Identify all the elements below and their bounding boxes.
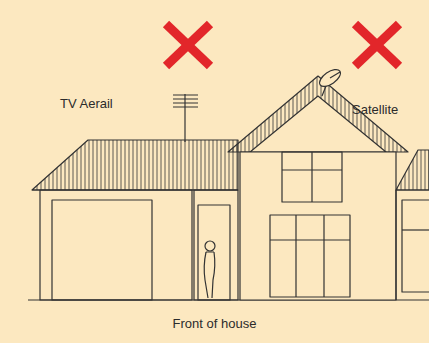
caption: Front of house [0, 316, 429, 332]
prohibited-cross [166, 24, 210, 66]
part-label: Satellite [352, 102, 398, 118]
prohibited-cross [355, 24, 399, 66]
house-sketch [28, 66, 429, 300]
part-label: TV Aerail [60, 96, 113, 112]
